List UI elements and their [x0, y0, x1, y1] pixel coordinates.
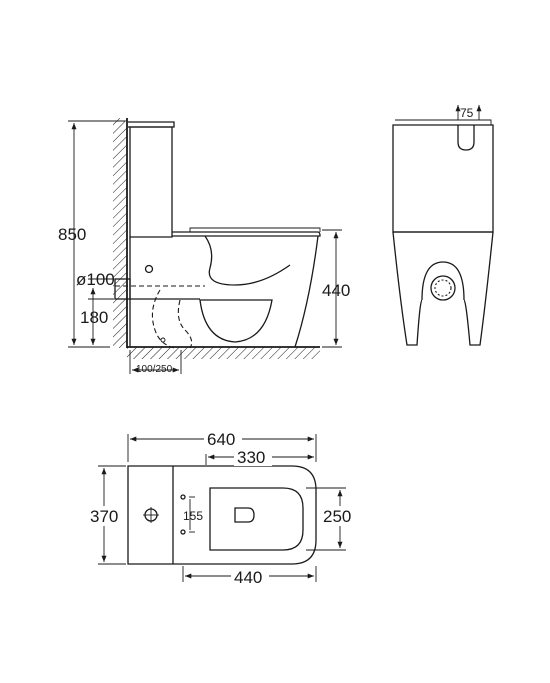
front-tank	[392, 124, 494, 233]
label-180: 180	[80, 308, 108, 327]
label-440-side: 440	[322, 281, 350, 300]
label-850: 850	[58, 225, 86, 244]
inlet-circle	[144, 264, 154, 274]
front-outlet-outer	[430, 275, 456, 301]
plan-view: 155 640 330 370 250 440	[88, 430, 357, 587]
label-pipe-diameter: ø100	[76, 270, 115, 289]
bolt-hole-bottom	[180, 529, 186, 535]
label-offset: 100/250	[136, 364, 173, 375]
label-330: 330	[237, 448, 265, 467]
seat-top	[172, 231, 321, 237]
plan-outline	[127, 465, 317, 565]
flush-button	[457, 125, 475, 151]
tank-outline	[129, 126, 173, 238]
trap-outer	[151, 289, 176, 349]
front-leg-right	[463, 231, 494, 346]
front-outlet-inner	[434, 279, 452, 297]
label-330-bg	[234, 448, 272, 466]
plan-bowl	[209, 487, 304, 551]
pipe-socket	[114, 278, 131, 300]
bowl-rim	[204, 235, 291, 286]
tank-lid	[128, 121, 175, 128]
label-640-bg	[204, 430, 242, 448]
label-75: 75	[460, 106, 474, 120]
floor-hatch	[127, 347, 320, 359]
front-view: 75	[392, 105, 494, 346]
label-440-plan: 440	[234, 568, 262, 587]
label-250: 250	[323, 507, 351, 526]
trap-dash	[177, 299, 193, 349]
label-440p-bg	[231, 568, 269, 586]
wall-hatch	[113, 118, 127, 348]
bolt-hole-top	[180, 494, 186, 500]
side-view: 850 ø100 180 440 100/250	[58, 118, 350, 375]
seat-lid	[189, 227, 321, 232]
label-250-bg	[321, 506, 357, 526]
label-370-bg	[88, 506, 124, 526]
label-155: 155	[183, 509, 203, 523]
plan-drain	[234, 507, 255, 523]
front-leg-left	[392, 231, 423, 346]
body-front	[294, 235, 319, 348]
front-lid	[395, 119, 492, 125]
drain-dot	[160, 337, 166, 343]
bowl-water	[199, 299, 273, 343]
front-arch	[421, 261, 465, 301]
label-640: 640	[207, 430, 235, 449]
label-370: 370	[90, 507, 118, 526]
